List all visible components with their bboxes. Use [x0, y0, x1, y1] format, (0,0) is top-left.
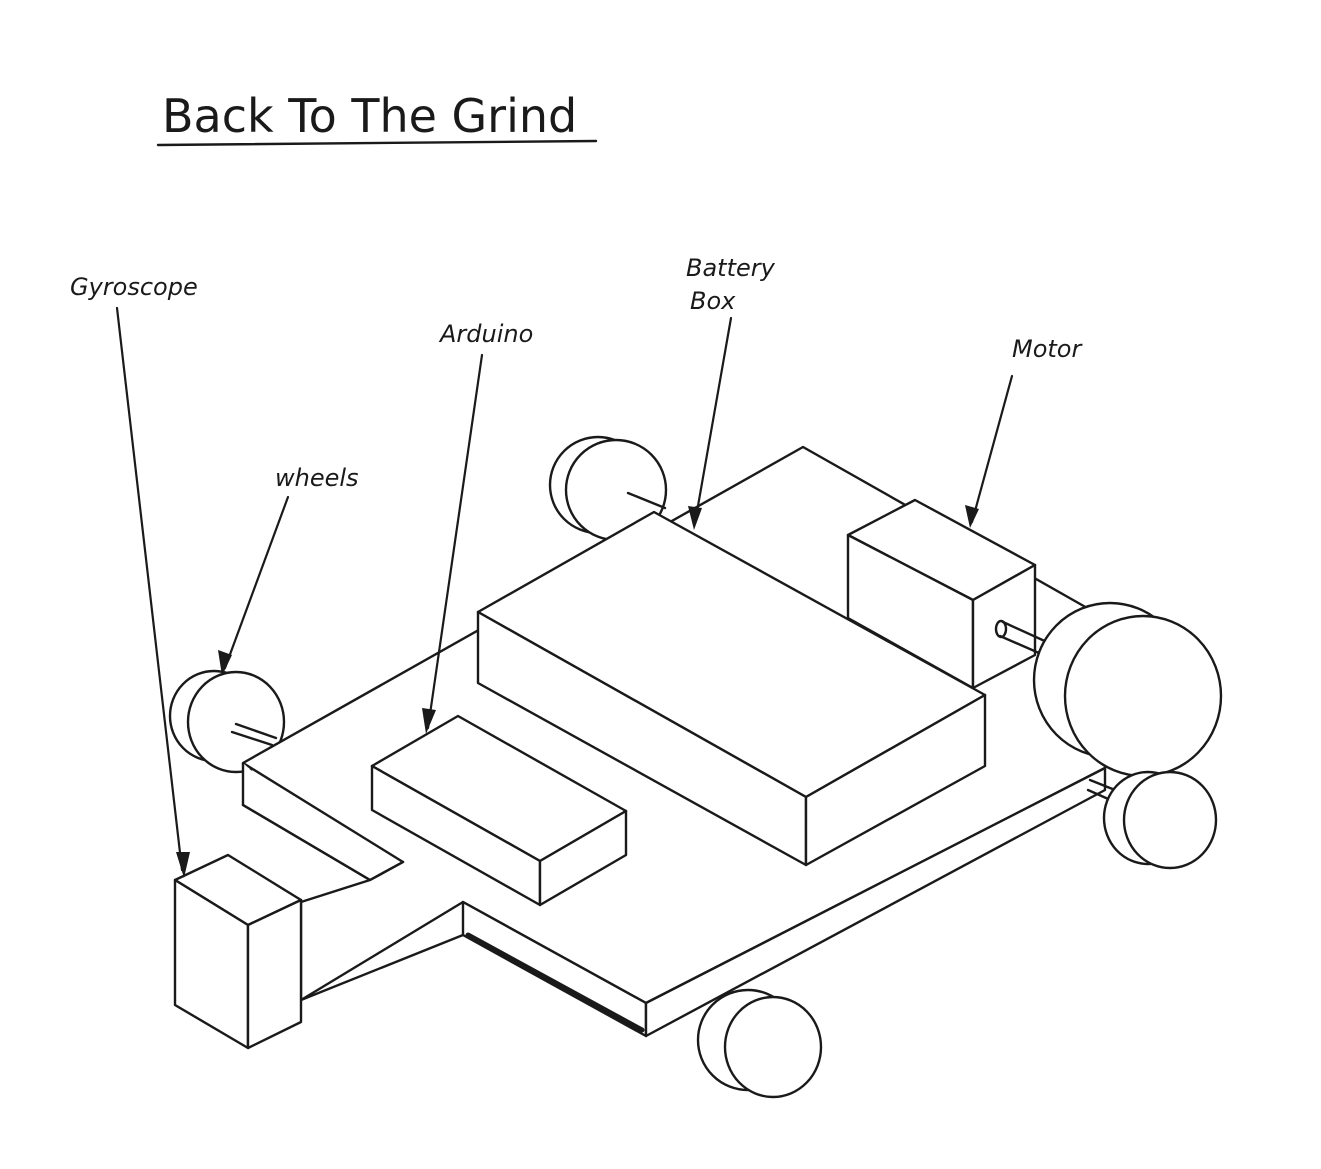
label-wheels: wheels: [275, 464, 359, 492]
label-battery-line2: Box: [690, 287, 736, 315]
gyroscope-box: [175, 855, 301, 1048]
label-arduino: Arduino: [438, 320, 533, 348]
label-motor: Motor: [1012, 335, 1083, 363]
wheel-bottom: [698, 990, 821, 1097]
leader-motor: [965, 376, 1012, 528]
label-battery-line1: Battery: [686, 254, 776, 282]
diagram-title: Back To The Grind: [162, 89, 577, 143]
leader-gyroscope: [117, 308, 190, 878]
wheel-rear-right: [1088, 772, 1216, 868]
leader-wheels: [218, 497, 288, 676]
label-gyroscope: Gyroscope: [70, 273, 198, 301]
